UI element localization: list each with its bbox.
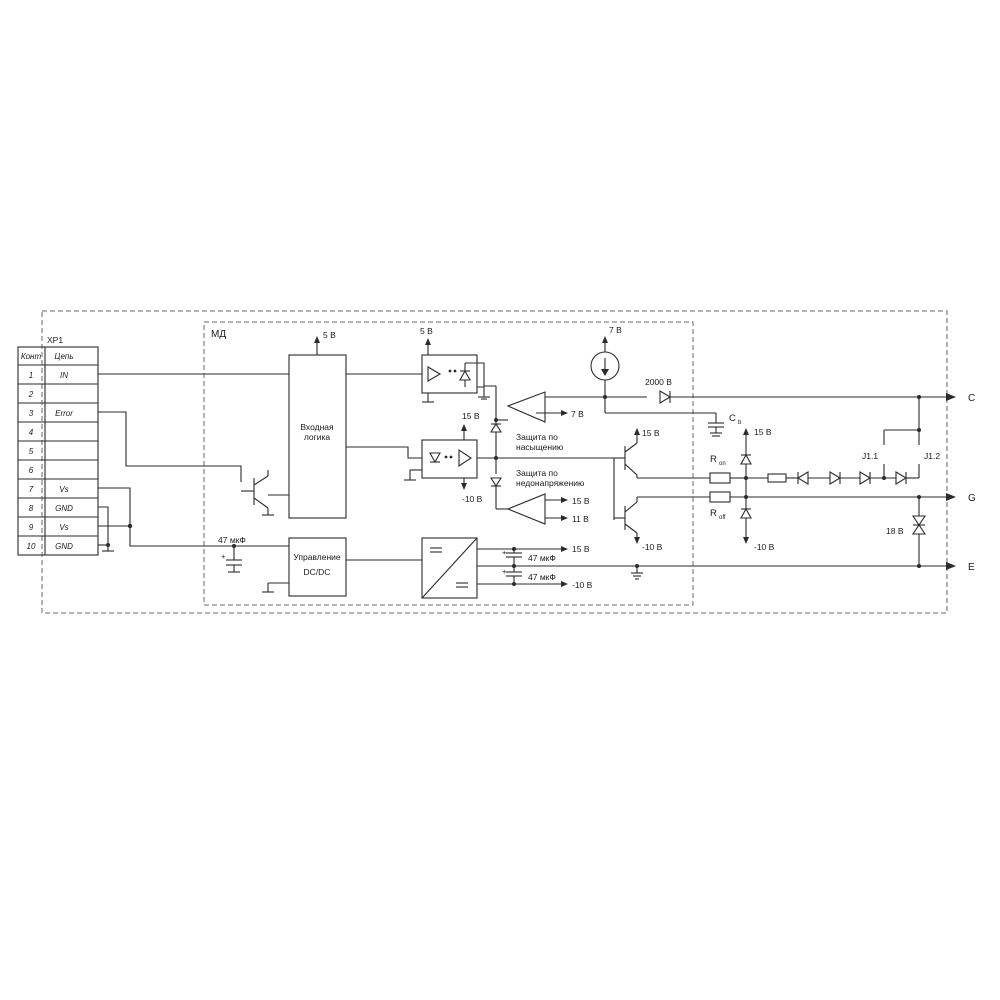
rail-15-out-label: 15 В bbox=[572, 544, 590, 554]
pin-number: 10 bbox=[27, 542, 36, 551]
connector-wiring bbox=[98, 373, 289, 552]
cap-in-label: 47 мкФ bbox=[218, 535, 246, 545]
dcdc-control-label: Управление bbox=[293, 552, 341, 562]
svg-text:+: + bbox=[502, 567, 507, 576]
pin-signal: GND bbox=[55, 504, 73, 513]
output-terminals: C G E bbox=[946, 393, 976, 573]
opto-supply-label: 5 В bbox=[420, 326, 433, 336]
jumper-j12-label: J1.2 bbox=[924, 451, 940, 461]
uv-protection-label: недонапряжению bbox=[516, 478, 585, 488]
opto2-m10-label: -10 В bbox=[462, 494, 483, 504]
desat-protection-label: Защита по bbox=[516, 432, 558, 442]
pin-number: 2 bbox=[28, 390, 34, 399]
connector-name: XP1 bbox=[47, 335, 63, 345]
output-transistors: 15 В -10 В bbox=[613, 428, 710, 552]
module-boundary bbox=[203, 321, 694, 606]
input-capacitor: 47 мкФ + bbox=[218, 535, 246, 573]
jumper-j11-label: J1.1 bbox=[862, 451, 878, 461]
roff-sub-label: off bbox=[719, 515, 726, 521]
hv-diode: 2000 В bbox=[645, 377, 947, 404]
svg-text:+: + bbox=[502, 548, 507, 557]
optocoupler-drive: 15 В -10 В bbox=[404, 411, 614, 504]
pin-number: 1 bbox=[29, 371, 33, 380]
roff-label: R bbox=[710, 508, 717, 519]
hv-diode-label: 2000 В bbox=[645, 377, 672, 387]
gate-resistors: R on R off bbox=[709, 454, 947, 521]
ron-label: R bbox=[710, 454, 717, 465]
cb-label: C bbox=[729, 413, 736, 424]
dcdc-control-block: Управление DC/DC bbox=[262, 537, 422, 597]
desat-ref-label: 7 В bbox=[571, 409, 584, 419]
driver-15-label: 15 В bbox=[642, 428, 660, 438]
tvs-diode: 18 В bbox=[886, 495, 927, 568]
current-source-label: 7 В bbox=[609, 325, 622, 335]
cap-m10-label: 47 мкФ bbox=[528, 572, 556, 582]
desat-comparator: 7 В Защита по насыщению bbox=[506, 391, 647, 452]
ron-sub-label: on bbox=[719, 461, 726, 467]
terminal-g-label: G bbox=[968, 493, 976, 504]
pin-number: 5 bbox=[29, 447, 34, 456]
driver-boundary bbox=[41, 310, 948, 614]
dcdc-control-label: DC/DC bbox=[304, 567, 331, 577]
pin-signal: Vs bbox=[59, 485, 68, 494]
tvs-label: 18 В bbox=[886, 526, 904, 536]
pin-signal: Vs bbox=[59, 523, 68, 532]
pin-number: 7 bbox=[29, 485, 34, 494]
pin-signal: Error bbox=[55, 409, 73, 418]
logic-supply-label: 5 В bbox=[323, 330, 336, 340]
pin-number: 3 bbox=[29, 409, 34, 418]
uv-11-label: 11 В bbox=[572, 514, 589, 524]
pin-number: 6 bbox=[29, 466, 34, 475]
dcdc-converter: + + 47 мкФ 47 мкФ 15 В -10 В bbox=[421, 537, 947, 599]
pin-number: 9 bbox=[29, 523, 34, 532]
optocoupler-feedback: 5 В bbox=[420, 326, 496, 403]
pin-number: 4 bbox=[29, 428, 34, 437]
rail-m10-out-label: -10 В bbox=[572, 580, 593, 590]
clamp-15-label: 15 В bbox=[754, 427, 772, 437]
svg-text:+: + bbox=[221, 552, 226, 561]
gate-clamp-diodes: 15 В -10 В bbox=[740, 427, 775, 552]
protection-diodes bbox=[490, 386, 508, 509]
cap-15-label: 47 мкФ bbox=[528, 553, 556, 563]
connector-xp1-table: XP1 Конт Цепь 1 IN 2 3 Error 4 5 6 7 Vs … bbox=[17, 335, 99, 556]
pin-signal: GND bbox=[55, 542, 73, 551]
uv-comparator: 15 В 11 В Защита по недонапряжению bbox=[496, 468, 590, 525]
table-header-contact: Конт bbox=[21, 352, 42, 361]
clamp-m10-label: -10 В bbox=[754, 542, 775, 552]
opto2-15-label: 15 В bbox=[462, 411, 480, 421]
table-header-circuit: Цепь bbox=[54, 352, 73, 361]
uv-protection-label: Защита по bbox=[516, 468, 558, 478]
driver-m10-label: -10 В bbox=[642, 542, 663, 552]
error-transistor bbox=[241, 470, 289, 516]
terminal-c-label: C bbox=[968, 393, 975, 404]
uv-15-label: 15 В bbox=[572, 496, 590, 506]
pin-number: 8 bbox=[29, 504, 34, 513]
pin-signal: IN bbox=[60, 371, 68, 380]
cb-sub-label: b bbox=[738, 420, 742, 426]
terminal-e-label: E bbox=[968, 562, 975, 573]
desat-protection-label: насыщению bbox=[516, 442, 564, 452]
module-label: МД bbox=[211, 329, 226, 340]
active-clamp-chain: J1.1 J1.2 bbox=[746, 397, 940, 485]
current-source: 7 В C b bbox=[590, 325, 742, 437]
